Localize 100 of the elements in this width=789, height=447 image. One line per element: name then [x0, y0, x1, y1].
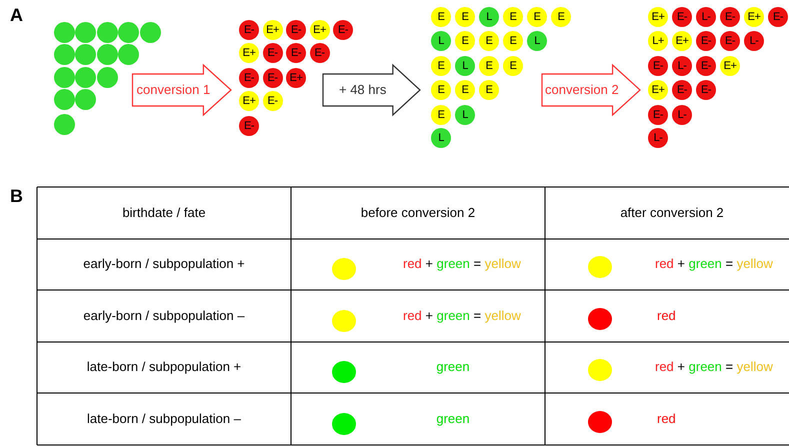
dot	[75, 66, 96, 88]
row-label: early-born / subpopulation –	[82, 308, 246, 323]
block-arrow	[322, 64, 421, 116]
dot	[54, 44, 74, 64]
labeled-dot: E-	[648, 56, 668, 76]
labeled-dot: E+	[239, 43, 259, 63]
labeled-dot: E+	[262, 20, 282, 40]
row-label: early-born / subpopulation +	[82, 256, 246, 271]
labeled-dot: E	[479, 56, 499, 76]
dot	[96, 22, 118, 42]
row-label: late-born / subpopulation +	[86, 359, 242, 374]
labeled-dot: E+	[720, 56, 740, 76]
dot	[332, 258, 356, 280]
dot	[118, 44, 139, 64]
edge-label: conversion 1	[136, 82, 210, 98]
dot	[96, 66, 118, 88]
color-formula: red + green = yellow	[403, 256, 521, 271]
dot	[75, 22, 96, 42]
color-formula: red + green = yellow	[403, 308, 521, 323]
labeled-dot: E-	[648, 105, 668, 125]
dot	[54, 88, 74, 110]
labeled-dot: E	[503, 7, 523, 27]
labeled-dot: E	[455, 7, 475, 27]
panel-letter: A	[10, 5, 23, 26]
dot	[54, 66, 74, 88]
labeled-dot: E-	[696, 80, 716, 100]
dot	[588, 308, 612, 330]
labeled-dot: L-	[672, 56, 692, 76]
labeled-dot: E-	[262, 43, 282, 63]
color-formula: red + green = yellow	[655, 256, 773, 271]
labeled-dot: E+	[672, 31, 692, 51]
labeled-dot: E-	[262, 91, 282, 111]
labeled-dot: E	[431, 80, 451, 100]
edge-label: + 48 hrs	[339, 82, 386, 98]
dot	[588, 256, 612, 278]
dot	[332, 361, 356, 383]
color-name: red	[657, 308, 676, 323]
labeled-dot: E-	[720, 7, 740, 27]
labeled-dot: E	[431, 56, 451, 76]
labeled-dot: E-	[333, 20, 353, 40]
color-name: green	[435, 411, 471, 426]
row-label: late-born / subpopulation –	[86, 411, 242, 426]
block-arrow	[541, 64, 641, 116]
labeled-dot: E	[455, 31, 475, 51]
labeled-dot: L	[455, 56, 475, 76]
labeled-dot: E+	[744, 7, 764, 27]
color-name: red	[657, 411, 676, 426]
labeled-dot: E-	[239, 20, 259, 40]
labeled-dot: L-	[672, 105, 692, 125]
column-header: birthdate / fate	[121, 205, 207, 220]
labeled-dot: E+	[648, 7, 668, 27]
color-name: green	[435, 359, 471, 374]
labeled-dot: E-	[696, 56, 716, 76]
labeled-dot: E	[431, 105, 451, 125]
labeled-dot: L	[431, 31, 451, 51]
labeled-dot: E-	[696, 31, 716, 51]
labeled-dot: E-	[262, 68, 282, 88]
labeled-dot: E-	[720, 31, 740, 51]
labeled-dot: L-	[744, 31, 764, 51]
dot	[96, 44, 118, 64]
labeled-dot: E	[455, 80, 475, 100]
labeled-dot: E+	[648, 80, 668, 100]
color-formula: red + green = yellow	[655, 359, 773, 374]
dot	[54, 22, 74, 42]
column-header: after conversion 2	[619, 205, 725, 220]
column-header: before conversion 2	[360, 205, 476, 220]
labeled-dot: E	[551, 7, 571, 27]
edge-label: conversion 2	[545, 82, 619, 98]
labeled-dot: E-	[672, 7, 692, 27]
dot	[75, 44, 96, 64]
labeled-dot: L-	[696, 7, 716, 27]
labeled-dot: E-	[286, 43, 306, 63]
dot	[118, 22, 139, 42]
labeled-dot: L+	[648, 31, 668, 51]
labeled-dot: E	[431, 7, 451, 27]
labeled-dot: E-	[768, 7, 788, 27]
labeled-dot: L	[431, 128, 451, 148]
labeled-dot: E	[479, 31, 499, 51]
labeled-dot: L-	[648, 128, 668, 148]
dot	[588, 359, 612, 381]
block-arrow	[132, 64, 232, 116]
labeled-dot: E	[503, 31, 523, 51]
labeled-dot: E+	[310, 20, 330, 40]
dot	[140, 22, 160, 42]
labeled-dot: E-	[286, 20, 306, 40]
dot	[54, 114, 74, 134]
dot	[332, 310, 356, 332]
dot	[75, 88, 96, 110]
dot	[332, 413, 356, 435]
labeled-dot: L	[455, 105, 475, 125]
labeled-dot: E-	[672, 80, 692, 100]
labeled-dot: E+	[239, 91, 259, 111]
labeled-dot: E-	[310, 43, 330, 63]
labeled-dot: E	[527, 7, 547, 27]
labeled-dot: E-	[239, 68, 259, 88]
labeled-dot: L	[479, 7, 499, 27]
labeled-dot: E+	[286, 68, 306, 88]
labeled-dot: E	[479, 80, 499, 100]
dot	[588, 411, 612, 433]
labeled-dot: E-	[239, 116, 259, 136]
